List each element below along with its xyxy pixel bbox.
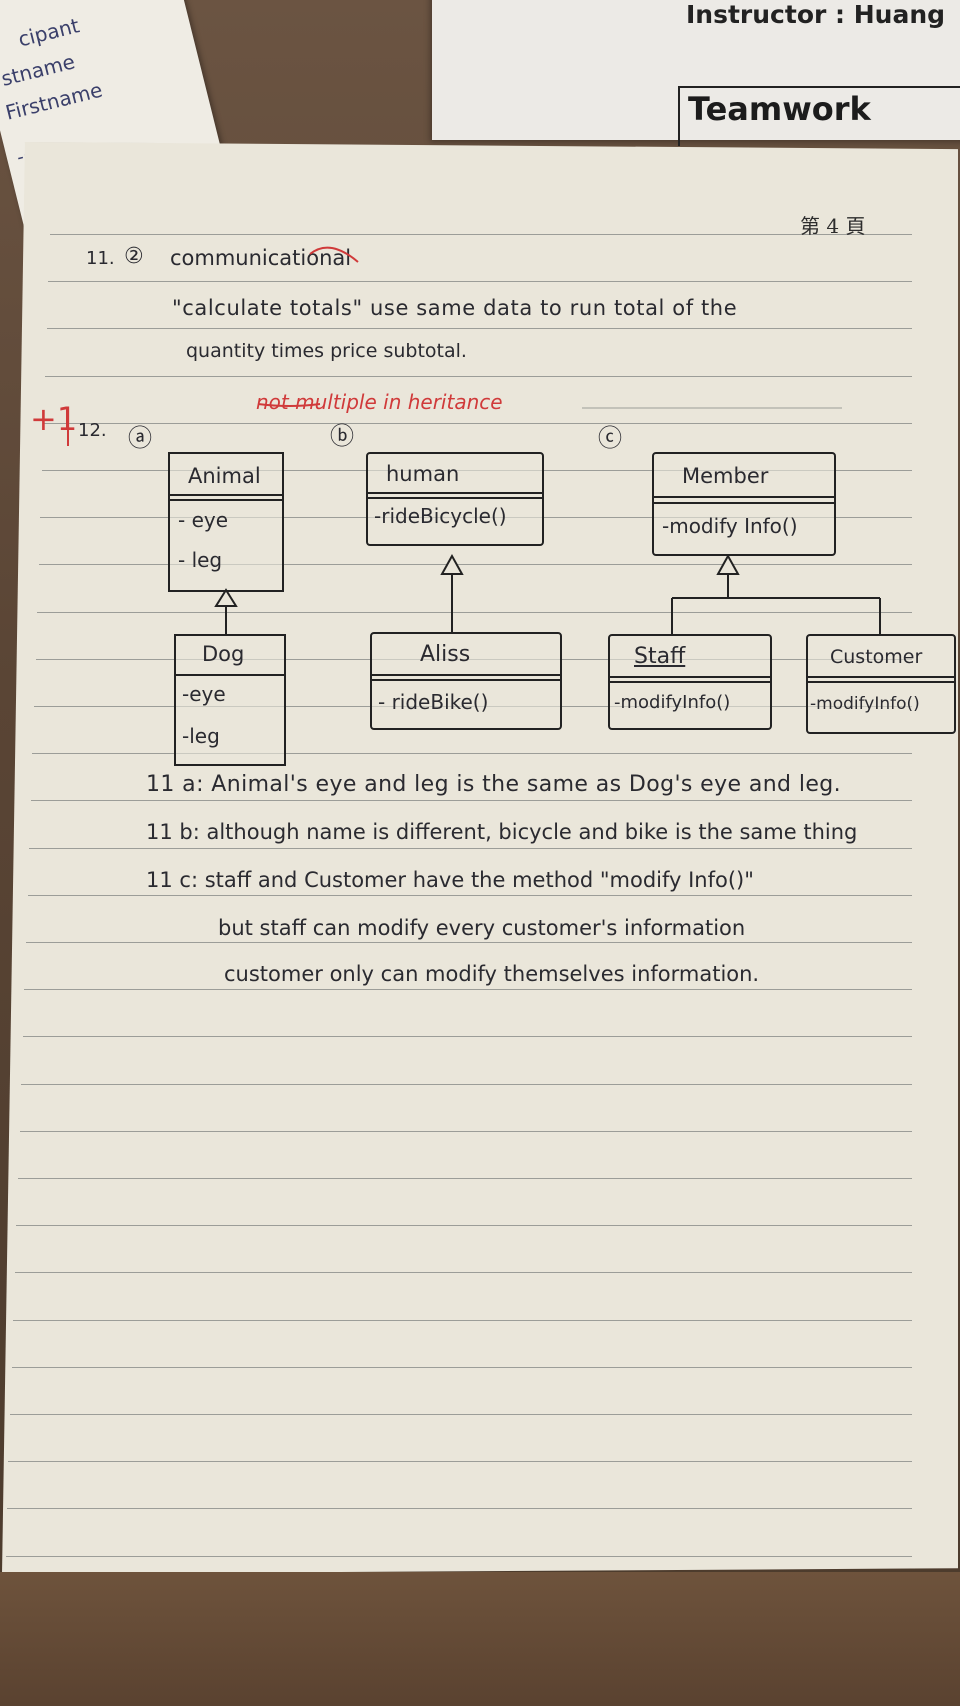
class-member: -eye [182, 682, 226, 706]
marker-c: ⓒ [598, 424, 622, 452]
class-name: Staff [634, 644, 686, 669]
explanation-c-line-3: customer only can modify themselves info… [224, 962, 760, 986]
class-divider [170, 499, 282, 501]
class-divider [654, 496, 834, 498]
class-divider [368, 492, 542, 494]
question-11-label: 11. [86, 248, 115, 269]
class-divider [610, 676, 770, 678]
notebook-rule-line [8, 1461, 912, 1463]
inheritance-aliss-human [440, 553, 464, 632]
explanation-c-line-2: but staff can modify every customer's in… [218, 916, 746, 940]
class-name: Animal [188, 464, 261, 488]
notebook-rule-line [46, 328, 912, 330]
class-box-customer: Customer -modifyInfo() [806, 634, 956, 734]
background-sheet-right: Instructor : Huang Teamwork [432, 0, 960, 146]
notebook-rule-line [13, 1319, 912, 1321]
question-11-answer: communicational [170, 246, 352, 270]
teamwork-title: Teamwork [688, 90, 871, 128]
class-divider [808, 681, 954, 683]
class-divider [372, 679, 560, 681]
inheritance-dog-animal [214, 588, 238, 634]
notebook-rule-line [21, 1083, 912, 1085]
class-member: - leg [178, 548, 223, 572]
class-name: Aliss [420, 642, 471, 667]
notebook-rule-line [37, 611, 912, 613]
marker-b: ⓑ [330, 422, 354, 450]
class-box-aliss: Aliss - rideBike() [370, 632, 562, 730]
class-box-animal: Animal - eye - leg [168, 452, 284, 592]
question-11-line-1: "calculate totals" use same data to run … [172, 296, 738, 320]
notebook-rule-line [10, 1414, 912, 1415]
class-member: - eye [178, 508, 229, 532]
class-name: Customer [830, 646, 923, 668]
class-member: -rideBicycle() [374, 504, 507, 528]
class-member: -modifyInfo() [614, 692, 731, 713]
red-ink-marks [67, 246, 842, 446]
class-name: human [386, 462, 460, 486]
class-divider [372, 674, 560, 676]
class-divider [176, 674, 284, 676]
notebook-rule-line [50, 234, 912, 235]
notebook-rule-line [16, 1225, 912, 1227]
notebook-rule-line [45, 375, 912, 377]
notebook-rule-line [32, 753, 912, 755]
notebook-rule-line [27, 894, 912, 896]
notebook-rule-line [48, 281, 912, 283]
teamwork-frame-line [678, 86, 680, 146]
notebook-rule-line [30, 800, 912, 802]
desk-surface [0, 1572, 960, 1706]
class-member: -modify Info() [662, 514, 798, 538]
class-box-human: human -rideBicycle() [366, 452, 544, 546]
class-name: Dog [202, 642, 245, 666]
notebook-rule-line [22, 1036, 912, 1038]
marker-a: ⓐ [128, 424, 152, 452]
class-box-member: Member -modify Info() [652, 452, 836, 556]
class-divider [170, 494, 282, 496]
notebook-rule-line [6, 1508, 912, 1510]
class-name: Member [682, 464, 769, 488]
class-member: -modifyInfo() [810, 694, 920, 714]
notebook-page [2, 142, 958, 1574]
class-divider [610, 681, 770, 683]
teamwork-frame-line [678, 86, 960, 88]
explanation-a: 11 a: Animal's eye and leg is the same a… [146, 772, 842, 797]
notebook-rule-line [19, 1130, 912, 1132]
class-member: -leg [182, 724, 220, 748]
notebook-rule-line [14, 1272, 912, 1274]
class-box-dog: Dog -eye -leg [174, 634, 286, 766]
question-11-choice: ② [124, 244, 144, 269]
notebook-rule-line [38, 564, 912, 566]
instructor-label: Instructor : Huang [686, 0, 946, 29]
grader-score: +1 [30, 400, 78, 438]
explanation-b: 11 b: although name is different, bicycl… [146, 820, 858, 844]
notebook-rule-line [24, 989, 912, 991]
inheritance-staff-customer-member [671, 553, 881, 634]
notebook-rule-line [26, 942, 912, 943]
notebook-rule-line [11, 1366, 912, 1368]
class-divider [808, 676, 954, 678]
notebook-rule-line [29, 847, 912, 849]
notebook-rule-line [6, 1555, 912, 1557]
notebook-rule-line [43, 422, 912, 424]
class-box-staff: Staff -modifyInfo() [608, 634, 772, 730]
class-divider [654, 502, 834, 504]
class-member: - rideBike() [378, 690, 489, 714]
grader-comment: not multiple in heritance [256, 390, 503, 414]
notebook-rule-line [18, 1178, 912, 1179]
page-number: 第 4 頁 [800, 214, 866, 238]
class-divider [368, 497, 542, 499]
explanation-c-line-1: 11 c: staff and Customer have the method… [146, 868, 754, 892]
question-11-line-2: quantity times price subtotal. [186, 340, 467, 362]
question-12-label: 12. [78, 420, 107, 441]
